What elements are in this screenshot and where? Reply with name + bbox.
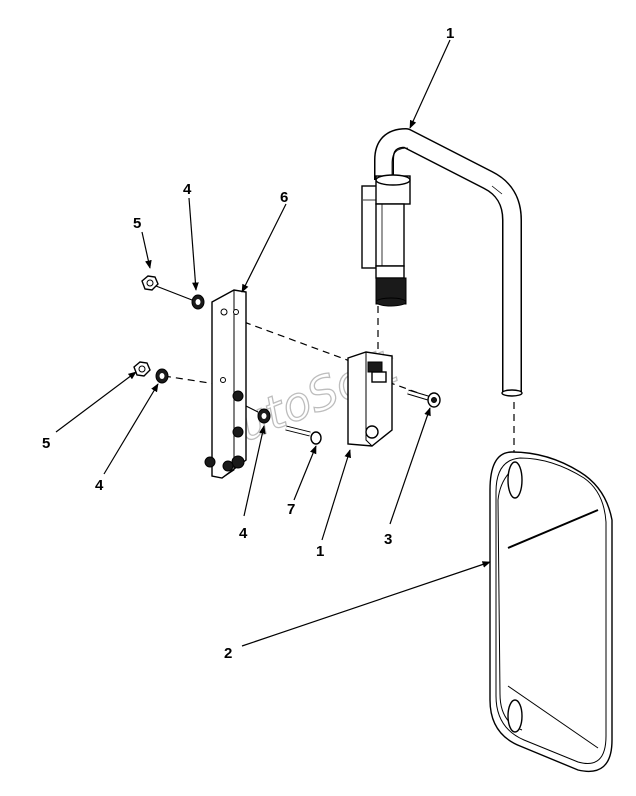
callout-4-upper: 4	[183, 181, 192, 198]
callout-3: 3	[384, 531, 392, 548]
callout-5-lower: 5	[42, 435, 50, 452]
leader-1-top	[409, 39, 451, 129]
leader-4-upper	[188, 197, 199, 291]
callout-6: 6	[280, 189, 288, 206]
callout-4-lower-mid: 4	[239, 525, 248, 542]
leader-5-lower	[55, 371, 137, 433]
mounting-plate	[204, 289, 247, 479]
callout-2: 2	[224, 645, 232, 662]
nut-to-plate-line	[155, 285, 193, 301]
cap-screw-3	[407, 389, 441, 408]
callout-1-top: 1	[446, 25, 454, 42]
leader-1-bracket	[321, 449, 351, 541]
leader-2	[241, 561, 491, 647]
leader-6	[241, 203, 287, 293]
leader-3	[389, 407, 431, 525]
mirror-head	[489, 451, 613, 772]
lock-washer-upper	[191, 294, 205, 310]
callout-5-upper: 5	[133, 215, 141, 232]
leader-5-upper	[141, 231, 152, 269]
hex-nut-upper	[141, 275, 159, 291]
align-line-plate-to-block	[243, 321, 359, 365]
arm-clamp	[361, 174, 411, 307]
bolt-7	[285, 425, 322, 445]
lock-washer-lower	[155, 368, 169, 384]
callout-7: 7	[287, 501, 295, 518]
bracket-block	[347, 351, 393, 447]
mirror-arm	[374, 128, 523, 397]
leader-4-lower-mid	[243, 425, 266, 517]
hex-nut-lower	[133, 361, 151, 377]
callout-1-bracket: 1	[316, 543, 324, 560]
lock-washer-mid	[257, 408, 271, 424]
callout-4-lower-left: 4	[95, 477, 104, 494]
align-line-nut-to-plate	[163, 375, 217, 385]
leader-7	[293, 445, 317, 501]
leader-4-lower-left	[103, 383, 159, 475]
